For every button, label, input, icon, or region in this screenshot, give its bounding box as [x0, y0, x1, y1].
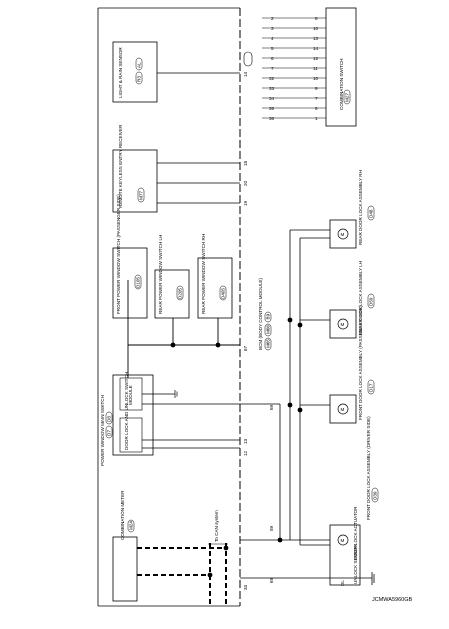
- motor-symbol-2: M: [341, 407, 345, 412]
- pin-20: 20: [243, 180, 248, 186]
- pin-14: 14: [243, 71, 248, 77]
- cs-pin-a-4: 5: [271, 46, 274, 51]
- combination-switch-wires: [262, 17, 326, 119]
- motor-symbol-1: M: [341, 538, 345, 543]
- front-pw-passenger-conn: D105: [136, 277, 141, 288]
- rear-pw-rh-conn: D405: [221, 288, 226, 299]
- remote-keyless-name: REMOTE KEYLESS ENTRY RECEIVER: [118, 124, 123, 208]
- pin-13: 13: [243, 438, 248, 444]
- motor-symbol-3: M: [341, 322, 345, 327]
- power-window-main-name: POWER WINDOW MAIN SWITCH: [100, 395, 105, 466]
- rear-pw-rh-name: REAR POWER WINDOW SWITCH RH: [201, 234, 206, 314]
- cs-pin-b-9: 7: [315, 96, 318, 101]
- remote-keyless-conn: M77: [139, 191, 144, 200]
- combination-meter: COMBINATION METER M24: [112, 490, 138, 602]
- pin-12: 12: [243, 450, 248, 456]
- lin-bus: [127, 280, 240, 378]
- cs-pin-a-1: 2: [271, 16, 274, 21]
- rear-pw-switch-rh: REAR POWER WINDOW SWITCH RH D405: [197, 234, 233, 319]
- light-rain-conn-1: R3: [137, 76, 142, 82]
- bcm-name: BCM (BODY CONTROL MODULE): [258, 278, 263, 350]
- front-pw-passenger-name: FRONT POWER WINDOW SWITCH (PASSENGER SID…: [116, 194, 121, 314]
- cs-pin-b-2: 10: [313, 26, 319, 31]
- combination-switch-name: COMBINATION SWITCH: [339, 59, 344, 110]
- pwm-conn-2: D8: [107, 416, 112, 422]
- cs-pin-b-5: 12: [313, 56, 319, 61]
- pin-69b: 69: [269, 404, 274, 410]
- cs-pin-b-10: 6: [315, 106, 318, 111]
- rear-pw-lh-conn: D205: [178, 288, 183, 299]
- combination-switch-pins-b: 8 10 13 14 12 11 10 9 7 6 1: [313, 16, 319, 121]
- bcm-label: BCM (BODY CONTROL MODULE) M65 M66 B9: [258, 278, 272, 351]
- pin-67: 67: [243, 345, 248, 351]
- front-door-lock-driver: M DOOR LOCK ACTUATOR UNLOCK SENSOR FRONT…: [329, 416, 379, 586]
- combination-switch-pins-a: 2 3 4 5 6 7 32 33 34 35 36: [269, 16, 275, 121]
- bcm-conn-1: M65: [266, 339, 271, 348]
- cs-pin-a-9: 34: [269, 96, 275, 101]
- cs-pin-a-2: 3: [271, 26, 274, 31]
- light-rain-wire: [157, 51, 253, 74]
- light-rain-name: LIGHT & RAIN SENSOR: [118, 47, 123, 98]
- bcm-conn-2: M66: [266, 325, 271, 334]
- cs-pin-a-5: 6: [271, 56, 274, 61]
- front-pw-switch-passenger: FRONT POWER WINDOW SWITCH (PASSENGER SID…: [112, 194, 148, 319]
- fdl-driver-pin: DL: [340, 580, 345, 586]
- cs-pin-a-8: 33: [269, 86, 275, 91]
- combination-switch-conn: M27: [345, 93, 350, 102]
- cs-pin-b-1: 8: [315, 16, 318, 21]
- rear-pw-switch-lh: REAR POWER WINDOW SWITCH LH D205: [154, 235, 190, 319]
- rdl-rh-conn: D48: [369, 209, 374, 218]
- cs-pin-a-6: 7: [271, 66, 274, 71]
- pin-18: 18: [243, 160, 248, 166]
- rdl-lh-conn: D59: [369, 297, 374, 306]
- pin-19: 19: [243, 200, 248, 206]
- door-lock-switch-label: DOOR LOCK AND UNLOCK SWITCH: [124, 372, 129, 450]
- combination-switch: COMBINATION SWITCH M27: [325, 7, 357, 127]
- pin-33: 33: [243, 584, 248, 590]
- cs-pin-a-10: 35: [269, 106, 275, 111]
- fdl-driver-sensor: UNLOCK SENSOR: [353, 543, 358, 584]
- pin-59: 59: [269, 525, 274, 531]
- cs-pin-b-3: 13: [313, 36, 319, 41]
- module-label: MODULE: [128, 385, 133, 405]
- pin-69a: 69: [269, 577, 274, 583]
- light-rain-conn-2: AL: [137, 62, 142, 68]
- can-lines: To CAN system: [137, 510, 229, 606]
- cs-pin-a-3: 4: [271, 36, 274, 41]
- can-note: To CAN system: [214, 510, 219, 542]
- fdl-passenger-name: FRONT DOOR LOCK ASSEMBLY (PASSENGER SIDE…: [358, 305, 363, 420]
- bcm-pins: 33 69 59 69 12 13 67 19 20 18 14: [243, 71, 274, 590]
- figure-id: JCMWA5960GB: [372, 597, 412, 603]
- rear-pw-lh-name: REAR POWER WINDOW SWITCH LH: [158, 235, 163, 314]
- fdl-driver-conn: D39: [373, 491, 378, 500]
- power-window-main-switch: MODULE DOOR LOCK AND UNLOCK SWITCH POWER…: [100, 372, 178, 466]
- door-lock-wires: [240, 229, 375, 585]
- rdl-rh-name: REAR DOOR LOCK ASSEMBLY RH: [358, 170, 363, 245]
- cs-pin-a-7: 32: [269, 76, 275, 81]
- keyless-wires: [157, 162, 240, 204]
- combination-meter-name: COMBINATION METER: [120, 490, 125, 540]
- door-lock-junctions: [277, 317, 303, 543]
- pwm-wires: [142, 403, 240, 449]
- fdl-driver-name: FRONT DOOR LOCK ASSEMBLY (DRIVER SIDE): [366, 416, 371, 520]
- cs-pin-b-7: 10: [313, 76, 319, 81]
- front-door-lock-passenger: M FRONT DOOR LOCK ASSEMBLY (PASSENGER SI…: [329, 305, 375, 424]
- rdl-lh-name: REAR DOOR LOCK ASSEMBLY LH: [358, 261, 363, 335]
- motor-symbol-4: M: [341, 232, 345, 237]
- light-rain-sensor: LIGHT & RAIN SENSOR R3 AL: [112, 41, 158, 103]
- remote-keyless-receiver: REMOTE KEYLESS ENTRY RECEIVER M77: [112, 124, 158, 213]
- pwm-conn-1: D7: [107, 430, 112, 436]
- rear-door-lock-lh: M REAR DOOR LOCK ASSEMBLY LH D59: [329, 261, 375, 339]
- cs-pin-b-4: 14: [313, 46, 319, 51]
- cs-pin-b-8: 9: [315, 86, 318, 91]
- cs-pin-b-6: 11: [313, 66, 318, 71]
- cs-pin-a-11: 36: [269, 116, 275, 121]
- fdl-driver-actuator: DOOR LOCK ACTUATOR: [353, 506, 358, 560]
- combination-meter-conn: M24: [129, 521, 134, 530]
- fdl-passenger-conn: D17: [369, 383, 374, 392]
- bcm-conn-3: B9: [266, 313, 271, 319]
- rear-door-lock-rh: M REAR DOOR LOCK ASSEMBLY RH D48: [329, 170, 375, 249]
- cs-pin-b-11: 1: [315, 116, 318, 121]
